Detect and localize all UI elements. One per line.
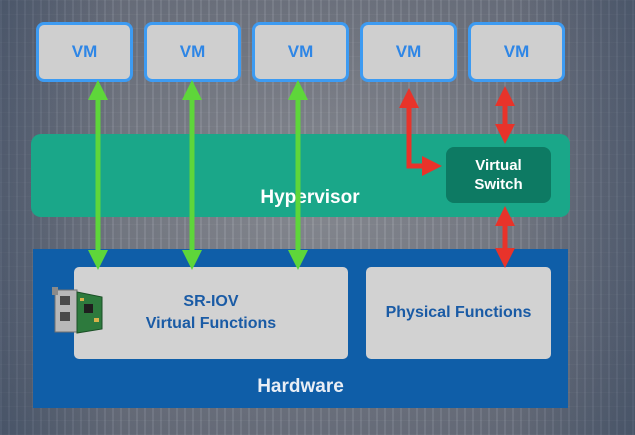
switched-arrow-vm4 — [399, 88, 442, 176]
hypervisor-label: Hypervisor — [260, 187, 360, 208]
hardware-label: Hardware — [257, 376, 344, 397]
vm-box-5[interactable]: VM — [468, 22, 565, 82]
vm-box-1[interactable]: VM — [36, 22, 133, 82]
sriov-virtual-functions-box[interactable]: SR-IOV Virtual Functions — [74, 267, 348, 359]
virtual-switch-line2: Switch — [474, 176, 523, 193]
vm-box-3[interactable]: VM — [252, 22, 349, 82]
vm-label: VM — [395, 42, 422, 61]
vm-label: VM — [179, 42, 206, 61]
vm-box-4[interactable]: VM — [360, 22, 457, 82]
physical-functions-label: Physical Functions — [385, 304, 532, 321]
virtual-switch-box[interactable]: Virtual Switch — [446, 147, 551, 203]
vm-label: VM — [71, 42, 98, 61]
physical-functions-box[interactable]: Physical Functions — [366, 267, 551, 359]
sriov-line2: Virtual Functions — [145, 315, 277, 332]
virtual-switch-line1: Virtual — [475, 157, 522, 174]
nic-card-icon — [52, 287, 103, 334]
sriov-line1: SR-IOV — [183, 293, 239, 310]
vm-label: VM — [287, 42, 314, 61]
vm-label: VM — [503, 42, 530, 61]
